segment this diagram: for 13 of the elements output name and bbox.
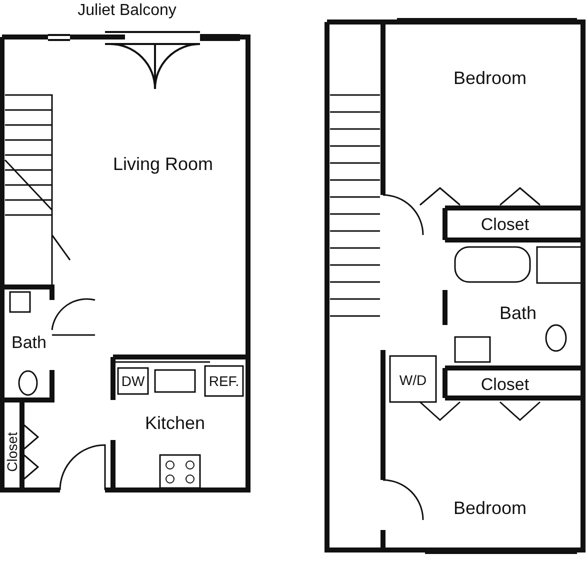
room-label: Bath xyxy=(499,304,537,322)
room-label: Bath xyxy=(12,334,46,351)
room-label: Living Room xyxy=(112,155,214,173)
room-label: Closet xyxy=(5,432,19,472)
appliance-label: W/D xyxy=(399,373,427,387)
room-label: Kitchen xyxy=(144,414,206,432)
room-label: Closet xyxy=(480,216,530,233)
room-label: Bedroom xyxy=(453,69,527,87)
area-label: Juliet Balcony xyxy=(78,3,176,19)
appliance-label: REF. xyxy=(208,374,240,388)
room-label: Bedroom xyxy=(453,499,527,517)
room-label: Closet xyxy=(480,376,530,393)
appliance-label: DW xyxy=(121,374,145,388)
